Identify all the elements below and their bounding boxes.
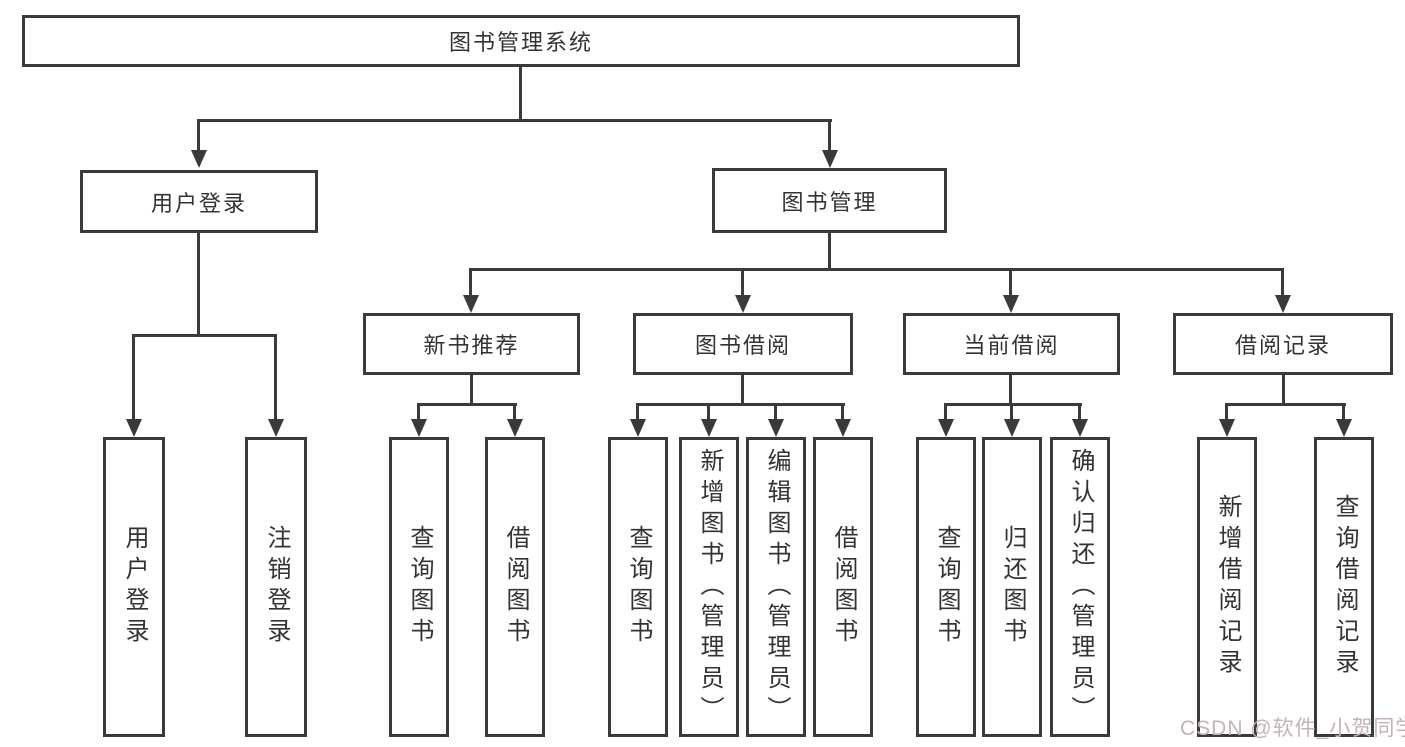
connector-line (1282, 375, 1285, 406)
connector-line (197, 119, 200, 152)
connector-line (470, 375, 473, 406)
node-query-borrow-record-label: 查询借阅记录 (1331, 494, 1358, 680)
connector-line (470, 268, 1284, 271)
node-new-book-recommend-label: 新书推荐 (423, 333, 520, 358)
node-return-books-label: 归还图书 (999, 525, 1026, 649)
node-borrowing-records: 借阅记录 (1173, 313, 1393, 375)
node-login-label: 用户登录 (121, 525, 148, 649)
arrow-down-icon (1003, 295, 1019, 313)
arrow-down-icon (1072, 419, 1088, 437)
node-new-book-recommend: 新书推荐 (363, 313, 580, 375)
connector-line (519, 67, 522, 120)
arrow-down-icon (191, 150, 207, 168)
csdn-watermark: CSDN @软件_小贺同学 (1180, 717, 1405, 740)
connector-line (741, 268, 744, 297)
connector-line (418, 403, 517, 406)
node-add-books-admin-label: 新增图书（管理员） (696, 447, 723, 727)
connector-line (132, 334, 135, 421)
arrow-down-icon (463, 295, 479, 313)
connector-line (1009, 268, 1012, 297)
node-query-books-recommend: 查询图书 (389, 437, 449, 737)
connector-line (274, 334, 277, 421)
node-book-management: 图书管理 (712, 168, 947, 233)
connector-line (513, 403, 516, 421)
node-borrow-books-borrowing-label: 借阅图书 (830, 525, 857, 649)
connector-line (841, 403, 844, 421)
arrow-down-icon (701, 419, 717, 437)
connector-line (945, 403, 1082, 406)
node-query-books-current: 查询图书 (916, 437, 976, 737)
node-user-login: 用户登录 (80, 170, 318, 233)
node-root-label: 图书管理系统 (448, 30, 593, 55)
node-current-borrowing-label: 当前借阅 (963, 333, 1060, 358)
connector-line (1342, 403, 1345, 421)
node-query-borrow-record: 查询借阅记录 (1314, 437, 1374, 737)
arrow-down-icon (507, 419, 523, 437)
connector-line (944, 403, 947, 421)
connector-line (1078, 403, 1081, 421)
arrow-down-icon (768, 419, 784, 437)
node-root: 图书管理系统 (22, 15, 1020, 67)
node-query-books-borrowing: 查询图书 (608, 437, 668, 737)
node-query-books-borrowing-label: 查询图书 (625, 525, 652, 649)
connector-line (417, 403, 420, 421)
node-edit-books-admin: 编辑图书（管理员） (746, 437, 806, 737)
node-logout: 注销登录 (245, 437, 307, 737)
node-edit-books-admin-label: 编辑图书（管理员） (763, 447, 790, 727)
arrow-down-icon (1336, 419, 1352, 437)
arrow-down-icon (735, 295, 751, 313)
connector-line (707, 403, 710, 421)
connector-line (828, 119, 831, 152)
arrow-down-icon (835, 419, 851, 437)
arrow-down-icon (1275, 295, 1291, 313)
node-query-books-current-label: 查询图书 (933, 525, 960, 649)
connector-line (197, 233, 200, 336)
node-borrowing-records-label: 借阅记录 (1234, 333, 1331, 358)
connector-line (1010, 403, 1013, 421)
node-borrow-books-borrowing: 借阅图书 (813, 437, 873, 737)
arrow-down-icon (822, 150, 838, 168)
node-query-books-recommend-label: 查询图书 (406, 525, 433, 649)
connector-line (133, 334, 277, 337)
connector-line (1009, 375, 1012, 406)
node-return-books: 归还图书 (982, 437, 1042, 737)
node-add-books-admin: 新增图书（管理员） (679, 437, 739, 737)
arrow-down-icon (1219, 419, 1235, 437)
connector-line (1281, 268, 1284, 297)
node-logout-label: 注销登录 (263, 525, 290, 649)
arrow-down-icon (1004, 419, 1020, 437)
node-book-borrowing: 图书借阅 (633, 313, 853, 375)
connector-line (1226, 403, 1346, 406)
connector-line (636, 403, 639, 421)
connector-line (198, 119, 832, 122)
connector-line (828, 233, 831, 271)
node-book-borrowing-label: 图书借阅 (694, 333, 791, 358)
arrow-down-icon (411, 419, 427, 437)
node-user-login-label: 用户登录 (150, 190, 247, 216)
connector-line (469, 268, 472, 297)
connector-line (774, 403, 777, 421)
node-confirm-return-admin: 确认归还（管理员） (1050, 437, 1110, 737)
node-add-borrow-record: 新增借阅记录 (1197, 437, 1257, 737)
connector-line (741, 375, 744, 406)
arrow-down-icon (126, 419, 142, 437)
node-add-borrow-record-label: 新增借阅记录 (1214, 494, 1241, 680)
node-confirm-return-admin-label: 确认归还（管理员） (1067, 447, 1094, 727)
arrow-down-icon (938, 419, 954, 437)
node-book-management-label: 图书管理 (781, 189, 878, 215)
node-login: 用户登录 (103, 437, 165, 737)
node-borrow-books-recommend-label: 借阅图书 (502, 525, 529, 649)
node-current-borrowing: 当前借阅 (903, 313, 1120, 375)
connector-line (1225, 403, 1228, 421)
arrow-down-icon (268, 419, 284, 437)
connector-line (637, 403, 845, 406)
node-borrow-books-recommend: 借阅图书 (485, 437, 545, 737)
arrow-down-icon (630, 419, 646, 437)
